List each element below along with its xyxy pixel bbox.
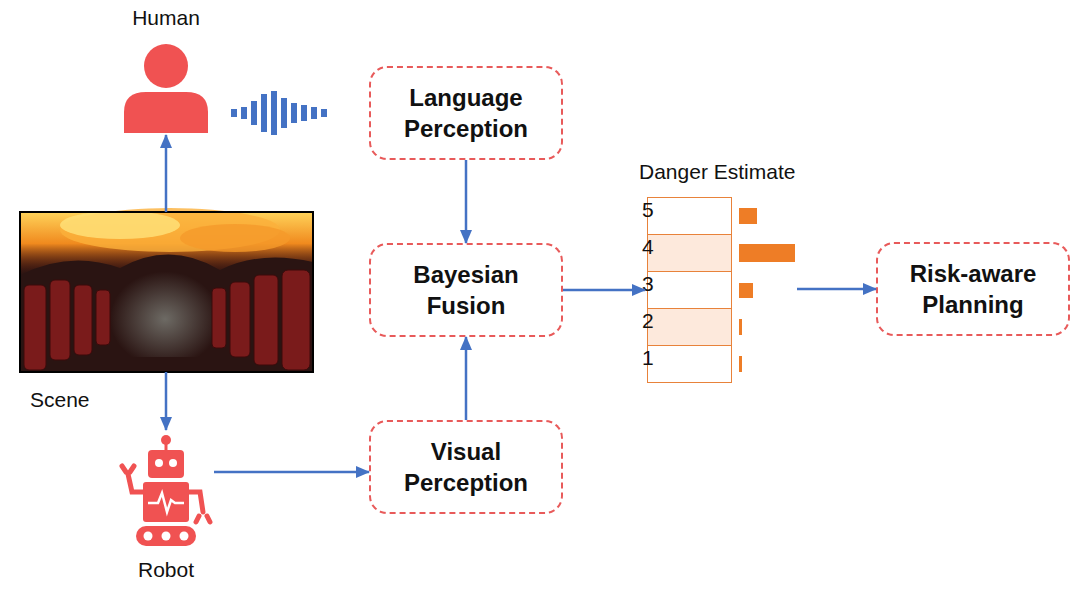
flow-arrow (465, 160, 468, 243)
node-label: Language Perception (385, 82, 547, 144)
robot-icon (122, 435, 210, 546)
scene-node: Scene (20, 212, 313, 372)
node-label: Risk-aware Planning (892, 258, 1054, 320)
node-label: Human (98, 6, 234, 30)
human-icon (124, 44, 208, 133)
table-cell: 5 (647, 197, 732, 235)
node-label: Robot (98, 558, 234, 582)
flow-arrow (165, 135, 168, 212)
node-label: 3 (642, 272, 654, 296)
table-cell: 4 (647, 234, 732, 272)
process-box: Bayesian Fusion (369, 243, 563, 337)
danger-table: Danger Estimate54321 (645, 160, 797, 384)
scene-photo (20, 208, 313, 372)
node-label: Scene (30, 388, 90, 412)
flow-arrow (465, 337, 468, 420)
node-label: Danger Estimate (639, 160, 795, 184)
node-label: 5 (642, 198, 654, 222)
table-cell: 1 (647, 345, 732, 383)
node-label: 4 (642, 235, 654, 259)
node-label: 1 (642, 346, 654, 370)
flow-arrow (797, 288, 876, 291)
robot-node: Robot (118, 430, 214, 582)
process-box: Risk-aware Planning (876, 242, 1070, 336)
table-cell: 3 (647, 271, 732, 309)
node-label: Bayesian Fusion (385, 259, 547, 321)
human-node: Human (118, 4, 214, 135)
flow-arrow (563, 289, 645, 292)
node-label: 2 (642, 309, 654, 333)
table-cell: 2 (647, 308, 732, 346)
probability-bars (739, 208, 795, 372)
process-box: Language Perception (369, 66, 563, 160)
process-box: Visual Perception (369, 420, 563, 514)
flow-arrow (165, 372, 168, 430)
sound-wave (231, 91, 327, 135)
node-label: Visual Perception (385, 436, 547, 498)
flow-arrow (214, 471, 369, 474)
